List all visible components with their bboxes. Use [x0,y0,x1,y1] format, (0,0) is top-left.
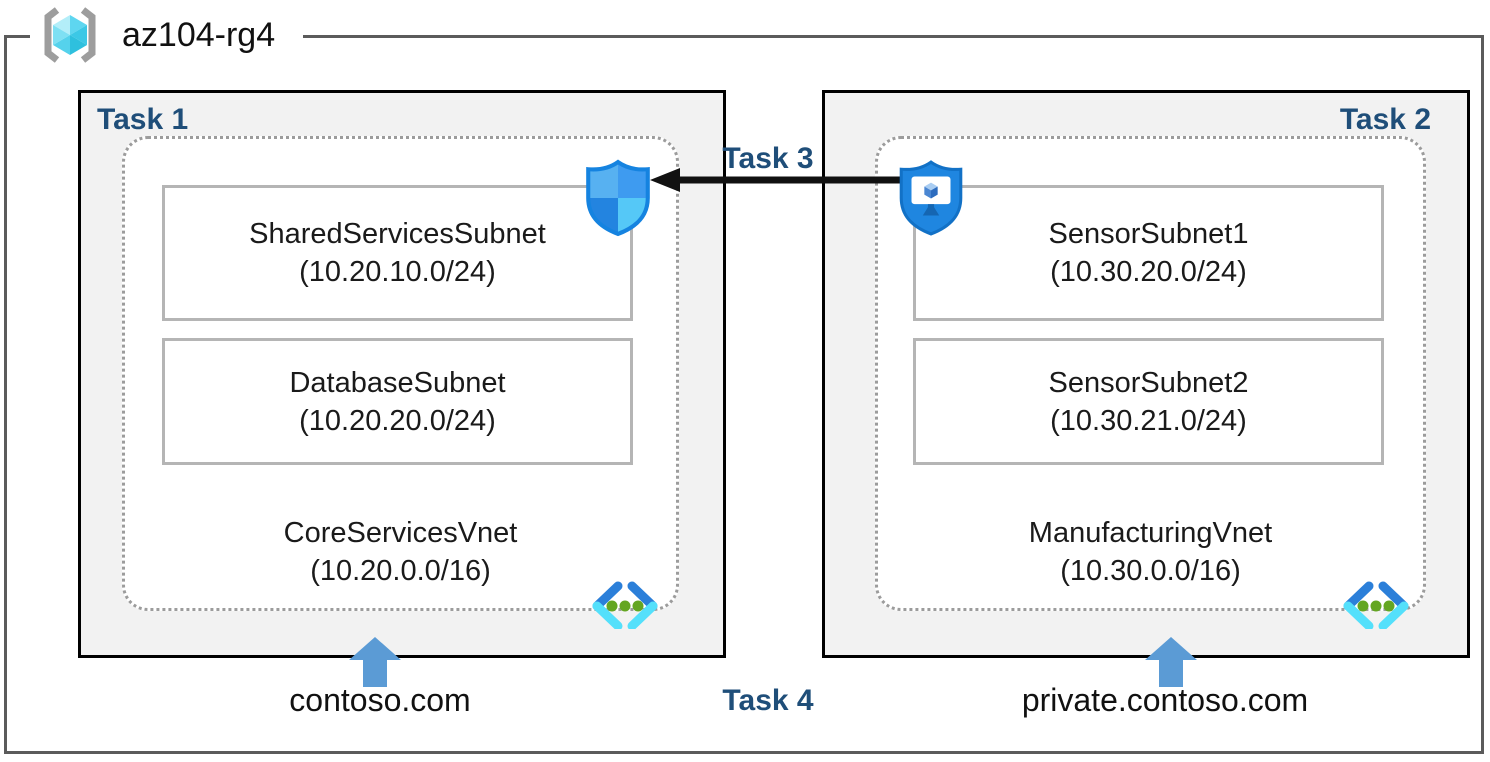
resource-group-header: az104-rg4 [30,4,304,66]
resource-group-name: az104-rg4 [122,15,276,54]
peering-arrow-left-icon [650,168,900,192]
task2-label: Task 2 [1339,103,1431,136]
manufacturing-vnet-area: SensorSubnet1 (10.30.20.0/24) SensorSubn… [875,136,1426,629]
core-services-vnet-area: SharedServicesSubnet (10.20.10.0/24) Dat… [122,136,679,629]
sensor-subnet1-box: SensorSubnet1 (10.30.20.0/24) [913,185,1384,321]
subnet-name: SensorSubnet2 [1048,366,1249,399]
core-services-vnet-label: CoreServicesVnet (10.20.0.0/16) [125,514,676,590]
task1-label: Task 1 [97,103,189,136]
subnet-name: DatabaseSubnet [289,366,506,399]
contoso-dns-label: contoso.com [289,682,471,718]
shared-services-subnet-box: SharedServicesSubnet (10.20.10.0/24) [162,185,633,321]
vnet-name: CoreServicesVnet [283,517,518,549]
resource-group-icon [44,7,96,63]
sensor-subnet2-box: SensorSubnet2 (10.30.21.0/24) [913,338,1384,465]
virtual-network-icon [592,581,658,629]
subnet-name: SensorSubnet1 [1048,218,1249,250]
vnet-cidr: (10.30.0.0/16) [1060,555,1241,587]
private-contoso-dns-label: private.contoso.com [1021,682,1309,718]
network-security-group-shield-icon [586,159,650,237]
dns-up-arrow-icon [349,637,401,687]
subnet-cidr: (10.30.21.0/24) [1050,404,1247,437]
vnet-cidr: (10.20.0.0/16) [310,555,491,587]
task3-label: Task 3 [722,142,814,175]
subnet-cidr: (10.20.20.0/24) [299,404,496,437]
subnet-cidr: (10.20.10.0/24) [299,256,496,288]
bastion-monitor-shield-icon [899,160,963,236]
manufacturing-vnet-label: ManufacturingVnet (10.30.0.0/16) [878,514,1423,590]
subnet-name: SharedServicesSubnet [249,218,546,250]
virtual-network-icon [1343,581,1409,629]
vnet-name: ManufacturingVnet [1028,517,1273,549]
database-subnet-box: DatabaseSubnet (10.20.20.0/24) [162,338,633,465]
task4-label: Task 4 [722,684,814,717]
dns-up-arrow-icon [1145,637,1197,687]
subnet-cidr: (10.30.20.0/24) [1050,256,1247,288]
resource-group-boundary [4,35,1484,754]
